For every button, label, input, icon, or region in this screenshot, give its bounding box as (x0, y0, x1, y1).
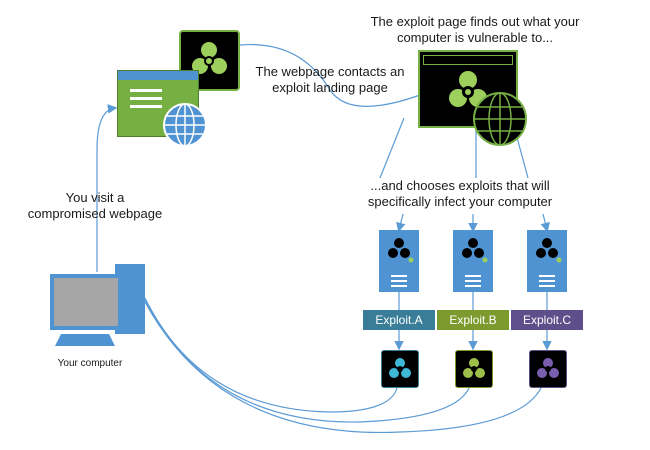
arrow-to-server-a (396, 213, 406, 233)
exploit-server-icon (527, 230, 567, 292)
biohazard-icon (388, 238, 414, 263)
exploit-payload-icon (455, 350, 493, 388)
line-exploit-split-1 (379, 117, 405, 179)
biohazard-icon (463, 358, 485, 378)
biohazard-icon (389, 358, 411, 378)
globe-icon (473, 92, 527, 146)
exploit-payload-icon (529, 350, 567, 388)
line-return-c (144, 301, 542, 434)
biohazard-icon (537, 358, 559, 378)
label-your-computer: Your computer (57, 358, 123, 369)
globe-icon (163, 103, 207, 147)
exploit-server-icon (453, 230, 493, 292)
biohazard-icon (462, 238, 488, 263)
label-finds: The exploit page finds out what your com… (370, 14, 580, 45)
biohazard-icon (536, 238, 562, 263)
exploit-server-icon (379, 230, 419, 292)
label-chooses: ...and chooses exploits that will specif… (367, 178, 553, 209)
line-return-a (144, 297, 398, 413)
label-contacts: The webpage contacts an exploit landing … (255, 64, 405, 95)
line-return-b (144, 299, 470, 423)
exploit-payload-icon (381, 350, 419, 388)
line-computer-to-webpage (96, 104, 118, 272)
arrow-to-server-c (540, 213, 550, 233)
line-webpage-to-exploitpage (239, 43, 421, 107)
exploit-tag: Exploit.A (363, 310, 435, 330)
computer-icon (50, 264, 145, 346)
exploit-landing-icon (179, 30, 240, 91)
exploit-tag: Exploit.B (437, 310, 509, 330)
exploit-tag: Exploit.C (511, 310, 583, 330)
label-visit: You visit a compromised webpage (27, 190, 163, 221)
